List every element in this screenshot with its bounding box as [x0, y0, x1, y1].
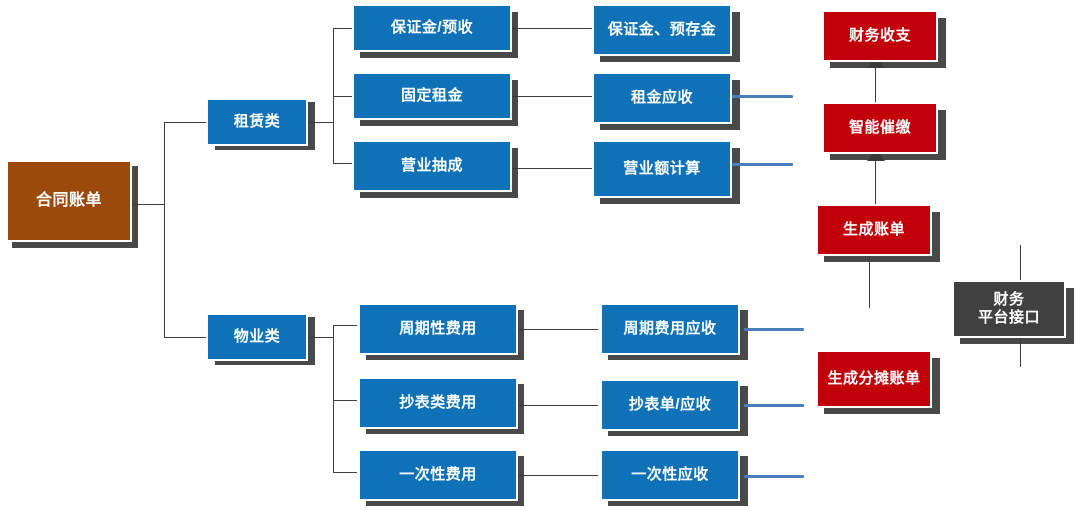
connector-property-to-periodic	[333, 325, 357, 327]
arrow-to-smart-reminder	[867, 150, 885, 161]
connector-property-to-meter	[333, 400, 357, 402]
node-fee-fixed-rent-label: 固定租金	[400, 87, 463, 105]
connector-property-out	[308, 337, 334, 339]
node-category-rental-label: 租赁类	[233, 113, 281, 131]
node-finance-platform-interface-label: 财务 平台接口	[977, 291, 1040, 326]
node-recv-meter-reading-label: 抄表单/应收	[628, 396, 712, 414]
node-recv-turnover-calc[interactable]: 营业额计算	[592, 140, 732, 198]
connector-deposit-to-depositrecv	[512, 28, 596, 30]
node-category-rental[interactable]: 租赁类	[206, 98, 308, 146]
node-fee-turnover-commission-label: 营业抽成	[400, 157, 463, 175]
node-contract-bill-label: 合同账单	[35, 191, 102, 209]
connector-fixedrent-to-rentrecv	[512, 96, 596, 98]
connector-rental-out	[308, 122, 334, 124]
connector-interface-collector	[1020, 245, 1022, 283]
node-recv-rent[interactable]: 租金应收	[592, 72, 732, 124]
connector-blue-periodicrecv	[744, 328, 804, 331]
node-fee-fixed-rent[interactable]: 固定租金	[352, 72, 512, 120]
connector-rental-to-fixedrent	[333, 96, 353, 98]
connector-commission-to-turnover	[512, 168, 596, 170]
connector-output-collector-mid	[875, 152, 877, 212]
node-fee-periodic[interactable]: 周期性费用	[358, 303, 518, 355]
node-fee-meter-reading[interactable]: 抄表类费用	[358, 377, 518, 429]
node-recv-meter-reading[interactable]: 抄表单/应收	[600, 379, 740, 431]
node-recv-deposit-prestore[interactable]: 保证金、预存金	[592, 4, 732, 56]
node-recv-periodic[interactable]: 周期费用应收	[600, 303, 740, 355]
node-contract-bill[interactable]: 合同账单	[6, 160, 132, 242]
node-output-generate-shared-bill-label: 生成分摊账单	[827, 370, 921, 388]
connector-root-trunk	[130, 204, 165, 206]
node-output-finance-income[interactable]: 财务收支	[822, 10, 938, 62]
node-fee-periodic-label: 周期性费用	[399, 320, 477, 338]
connector-blue-rentrecv	[729, 95, 793, 98]
node-recv-deposit-prestore-label: 保证金、预存金	[607, 21, 717, 39]
connector-rental-to-commission	[333, 163, 353, 165]
connector-meter-to-meterrecv	[512, 405, 598, 407]
node-finance-platform-interface[interactable]: 财务 平台接口	[952, 280, 1066, 338]
connector-blue-onetimerecv	[744, 475, 804, 478]
connector-blue-turnover	[729, 163, 793, 166]
connector-blue-meterrecv	[744, 404, 804, 407]
connector-output-collector-bottom	[869, 248, 871, 308]
node-output-generate-bill-label: 生成账单	[842, 221, 905, 239]
node-output-smart-reminder-label: 智能催缴	[848, 119, 911, 137]
arrow-to-finance-income	[867, 57, 885, 68]
connector-property-vertical	[333, 325, 335, 473]
node-fee-one-time[interactable]: 一次性费用	[358, 449, 518, 501]
node-recv-one-time[interactable]: 一次性应收	[600, 449, 740, 501]
node-output-smart-reminder[interactable]: 智能催缴	[822, 102, 938, 154]
node-category-property[interactable]: 物业类	[206, 313, 308, 361]
node-recv-periodic-label: 周期费用应收	[623, 320, 717, 338]
node-recv-turnover-calc-label: 营业额计算	[623, 160, 701, 178]
connector-rental-to-deposit	[333, 28, 353, 30]
node-fee-meter-reading-label: 抄表类费用	[399, 394, 477, 412]
node-output-generate-bill[interactable]: 生成账单	[816, 204, 932, 256]
node-fee-turnover-commission[interactable]: 营业抽成	[352, 140, 512, 192]
node-fee-deposit-prepay[interactable]: 保证金/预收	[352, 4, 512, 52]
connector-trunk-to-property	[164, 337, 206, 339]
node-output-finance-income-label: 财务收支	[848, 27, 911, 45]
connector-output-collector-top	[875, 52, 877, 116]
node-fee-deposit-prepay-label: 保证金/预收	[390, 19, 474, 37]
connector-spread-to-interface	[1020, 339, 1022, 367]
node-output-generate-shared-bill[interactable]: 生成分摊账单	[816, 350, 932, 408]
connector-onetime-to-onetimerecv	[512, 475, 598, 477]
node-category-property-label: 物业类	[233, 328, 281, 346]
node-fee-one-time-label: 一次性费用	[399, 466, 477, 484]
connector-periodic-to-periodicrecv	[512, 329, 598, 331]
connector-trunk-to-rental	[164, 122, 206, 124]
node-recv-one-time-label: 一次性应收	[631, 466, 709, 484]
connector-property-to-onetime	[333, 472, 357, 474]
connector-trunk-vertical	[164, 122, 166, 338]
node-recv-rent-label: 租金应收	[630, 89, 693, 107]
